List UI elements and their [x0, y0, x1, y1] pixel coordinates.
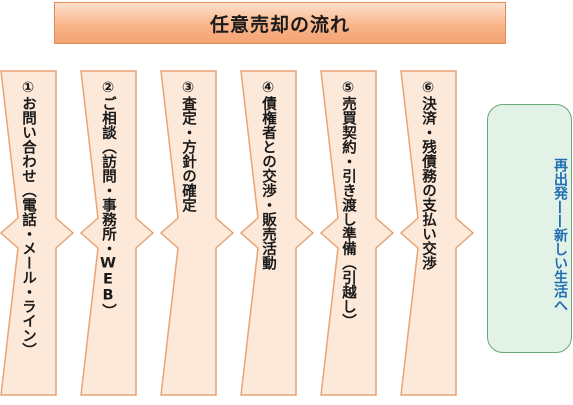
flow-final-label: 再出発 —— 新しい生活へ: [488, 125, 573, 345]
flow-step-5: ⑤売買契約・引き渡し準備（引越し）: [319, 70, 395, 396]
flow-step-4: ④債権者との交渉・販売活動: [239, 70, 315, 396]
flow-step-6: ⑥決済・残債務の支払い交渉: [399, 70, 475, 396]
chevron-arrow-shape: [399, 70, 475, 396]
flow-title: 任意売却の流れ: [54, 2, 506, 44]
final-separator: ——: [552, 200, 568, 228]
flow-step-1-label: ①お問い合わせ（電話・メール・ライン）: [19, 80, 36, 357]
final-line-new-life: 新しい生活へ: [552, 228, 568, 312]
final-line-restart: 再出発: [552, 158, 568, 200]
flow-step-3: ③査定・方針の確定: [159, 70, 235, 396]
chevron-arrow-shape: [319, 70, 395, 396]
chevron-arrow-shape: [159, 70, 235, 396]
flow-final-step: 再出発 —— 新しい生活へ: [487, 104, 572, 353]
flow-step-6-label: ⑥決済・残債務の支払い交渉: [419, 80, 436, 270]
flow-step-2-label: ②ご相談（訪問・事務所・WEB）: [99, 80, 116, 318]
flow-step-4-label: ④債権者との交渉・販売活動: [259, 80, 276, 270]
chevron-arrow-shape: [239, 70, 315, 396]
flow-step-3-label: ③査定・方針の確定: [179, 80, 196, 212]
chevron-arrow-shape: [79, 70, 155, 396]
flow-step-2: ②ご相談（訪問・事務所・WEB）: [79, 70, 155, 396]
flow-step-5-label: ⑤売買契約・引き渡し準備（引越し）: [339, 80, 356, 328]
chevron-arrow-shape: [0, 70, 75, 396]
flow-step-1: ①お問い合わせ（電話・メール・ライン）: [0, 70, 75, 396]
